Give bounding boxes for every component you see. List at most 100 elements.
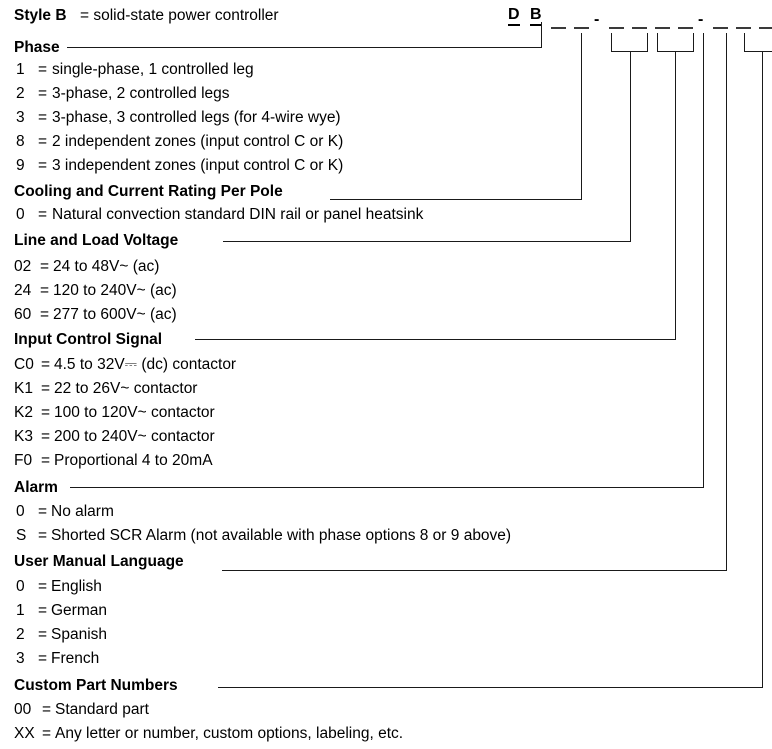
option-description: 200 to 240V~ contactor — [54, 428, 215, 445]
option-description: Any letter or number, custom options, la… — [55, 725, 404, 742]
leader-rule-input-control — [195, 339, 676, 340]
leader-riser-language — [726, 33, 727, 571]
option-equals: = — [40, 258, 50, 275]
option-description: 3-phase, 2 controlled legs — [52, 85, 230, 102]
option-code: 8 — [16, 133, 25, 150]
option-equals: = — [38, 157, 48, 174]
option-equals: = — [41, 404, 51, 421]
section-heading-input-control: Input Control Signal — [14, 331, 163, 348]
option-equals: = — [41, 428, 51, 445]
leader-rule-phase — [67, 47, 541, 48]
option-code: 0 — [16, 503, 25, 520]
option-code: XX — [14, 725, 35, 742]
option-equals: = — [38, 650, 48, 667]
option-code: F0 — [14, 452, 33, 469]
option-code: 9 — [16, 157, 25, 174]
option-equals: = — [40, 282, 50, 299]
pn-blank-8 — [736, 27, 751, 29]
option-description: 24 to 48V~ (ac) — [53, 258, 160, 275]
option-description: Standard part — [55, 701, 149, 718]
option-description: 100 to 120V~ contactor — [54, 404, 215, 421]
option-code: K1 — [14, 380, 33, 397]
section-heading-alarm: Alarm — [14, 479, 58, 496]
option-code: 2 — [16, 85, 25, 102]
option-description: 120 to 240V~ (ac) — [53, 282, 177, 299]
leader-riser-cooling — [581, 33, 582, 200]
pn-blank-2 — [574, 27, 589, 29]
option-equals: = — [38, 503, 48, 520]
option-code: 2 — [16, 626, 25, 643]
option-equals: = — [38, 602, 48, 619]
option-code: S — [16, 527, 27, 544]
option-equals: = — [38, 578, 48, 595]
leader-riser-voltage — [630, 52, 631, 242]
pn-blank-3 — [609, 27, 624, 29]
pn-separator-1: - — [594, 11, 600, 28]
option-description: French — [51, 650, 100, 667]
leader-riser-alarm — [703, 33, 704, 488]
option-code: K3 — [14, 428, 33, 445]
option-code: 0 — [16, 578, 25, 595]
option-code: 3 — [16, 109, 25, 126]
pn-blank-1 — [551, 27, 566, 29]
option-equals: = — [38, 133, 48, 150]
option-description: 4.5 to 32V⎓ (dc) contactor — [54, 356, 237, 373]
leader-rule-cooling — [330, 199, 582, 200]
leader-riser-custom — [762, 52, 763, 688]
leader-rule-language — [222, 570, 727, 571]
option-description: Shorted SCR Alarm (not available with ph… — [51, 527, 512, 544]
option-description: Natural convection standard DIN rail or … — [52, 206, 424, 223]
style-b-description: = solid-state power controller — [80, 7, 279, 24]
option-description: 277 to 600V~ (ac) — [53, 306, 177, 323]
option-description: single-phase, 1 controlled leg — [52, 61, 254, 78]
option-code: 0 — [16, 206, 25, 223]
section-heading-voltage: Line and Load Voltage — [14, 232, 179, 249]
option-code: 00 — [14, 701, 32, 718]
pn-blank-6 — [678, 27, 693, 29]
option-equals: = — [38, 206, 48, 223]
option-code: 3 — [16, 650, 25, 667]
option-description: 2 independent zones (input control C or … — [52, 133, 344, 150]
option-description: English — [51, 578, 102, 595]
option-equals: = — [38, 626, 48, 643]
leader-riser-input-control — [675, 52, 676, 340]
leader-rule-alarm — [70, 487, 704, 488]
option-equals: = — [42, 701, 52, 718]
section-heading-cooling: Cooling and Current Rating Per Pole — [14, 183, 283, 200]
pn-blank-7 — [713, 27, 728, 29]
option-equals: = — [38, 527, 48, 544]
pn-bracket-input-control — [657, 33, 694, 52]
leader-riser-phase — [541, 22, 542, 48]
option-description: German — [51, 602, 107, 619]
option-equals: = — [38, 85, 48, 102]
option-equals: = — [41, 356, 51, 373]
option-description: Proportional 4 to 20mA — [54, 452, 213, 469]
option-description: Spanish — [51, 626, 108, 643]
option-description: 3-phase, 3 controlled legs (for 4-wire w… — [52, 109, 341, 126]
option-code: 1 — [16, 602, 25, 619]
pn-separator-2: - — [698, 11, 704, 28]
section-heading-language: User Manual Language — [14, 553, 184, 570]
pn-blank-9 — [759, 27, 772, 29]
option-code: 60 — [14, 306, 32, 323]
option-code: C0 — [14, 356, 34, 373]
leader-rule-custom — [218, 687, 763, 688]
section-heading-phase: Phase — [14, 39, 60, 56]
pn-prefix-letter-d: D — [508, 7, 520, 26]
style-b-heading: Style B — [14, 7, 67, 24]
option-code: 02 — [14, 258, 32, 275]
pn-bracket-custom — [744, 33, 772, 52]
pn-blank-4 — [632, 27, 647, 29]
pn-prefix-letter-b: B — [530, 7, 542, 26]
option-equals: = — [38, 109, 48, 126]
option-description: 22 to 26V~ contactor — [54, 380, 198, 397]
option-equals: = — [38, 61, 48, 78]
option-equals: = — [40, 306, 50, 323]
option-code: 1 — [16, 61, 25, 78]
pn-bracket-voltage — [611, 33, 648, 52]
pn-blank-5 — [655, 27, 670, 29]
section-heading-custom: Custom Part Numbers — [14, 677, 178, 694]
option-equals: = — [41, 380, 51, 397]
option-description: 3 independent zones (input control C or … — [52, 157, 344, 174]
